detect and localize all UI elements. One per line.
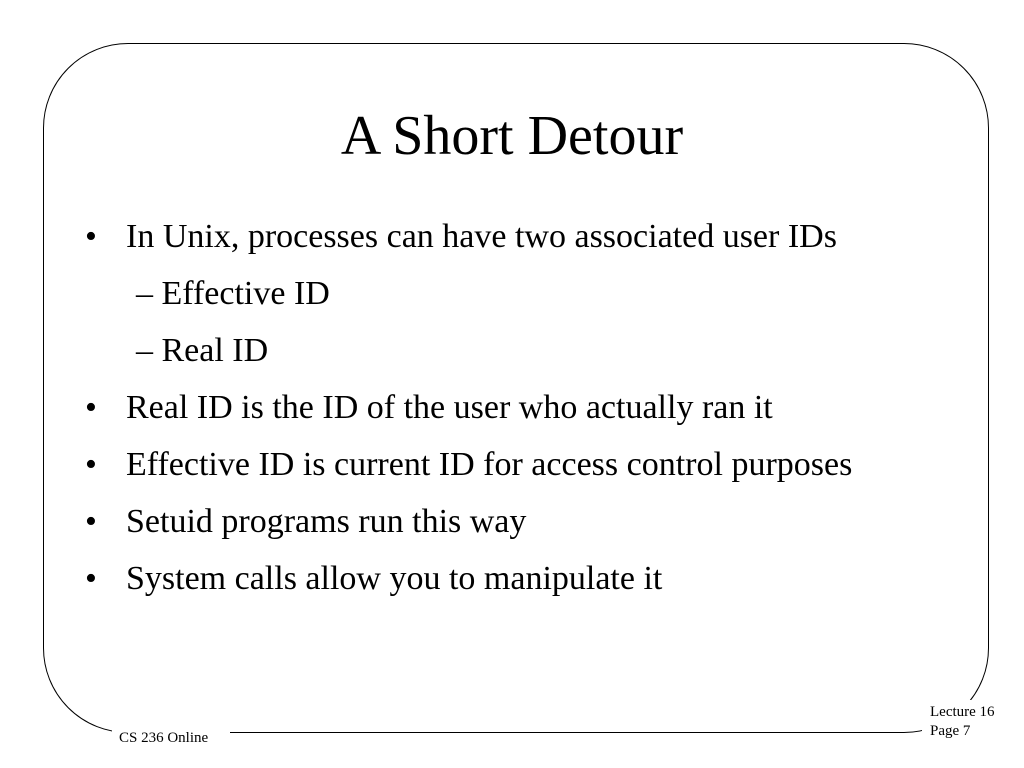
footer-course: CS 236 Online [119,730,209,746]
slide-frame [43,43,989,733]
footer-lecture-page: Lecture 16 Page 7 [930,703,995,741]
bullet-text: System calls allow you to manipulate it [126,560,663,597]
bullet-item: • System calls allow you to manipulate i… [84,556,914,601]
footer-gap-right [922,700,1012,748]
bullet-text: Effective ID is current ID for access co… [126,446,853,483]
bullet-text: Real ID is the ID of the user who actual… [126,389,773,426]
bullet-text: Setuid programs run this way [126,503,527,540]
bullet-item: • Effective ID is current ID for access … [84,442,914,487]
bullet-item: • Real ID is the ID of the user who actu… [84,385,914,430]
bullet-marker: • [85,389,97,426]
bullet-marker: • [85,560,97,597]
bullet-item: • In Unix, processes can have two associ… [84,214,914,259]
bullet-marker: • [85,446,97,483]
footer-page: Page 7 [930,723,971,739]
footer-lecture: Lecture 16 [930,704,995,720]
bullet-item: • Setuid programs run this way [84,499,914,544]
sub-bullet-item: – Real ID [136,332,269,369]
bullet-marker: • [85,218,97,255]
slide-content: • In Unix, processes can have two associ… [84,214,914,613]
bullet-marker: • [85,503,97,540]
sub-bullet-item: – Effective ID [136,275,330,312]
footer-gap-left [112,726,230,742]
bullet-text: In Unix, processes can have two associat… [126,218,837,255]
slide-title: A Short Detour [340,105,684,167]
